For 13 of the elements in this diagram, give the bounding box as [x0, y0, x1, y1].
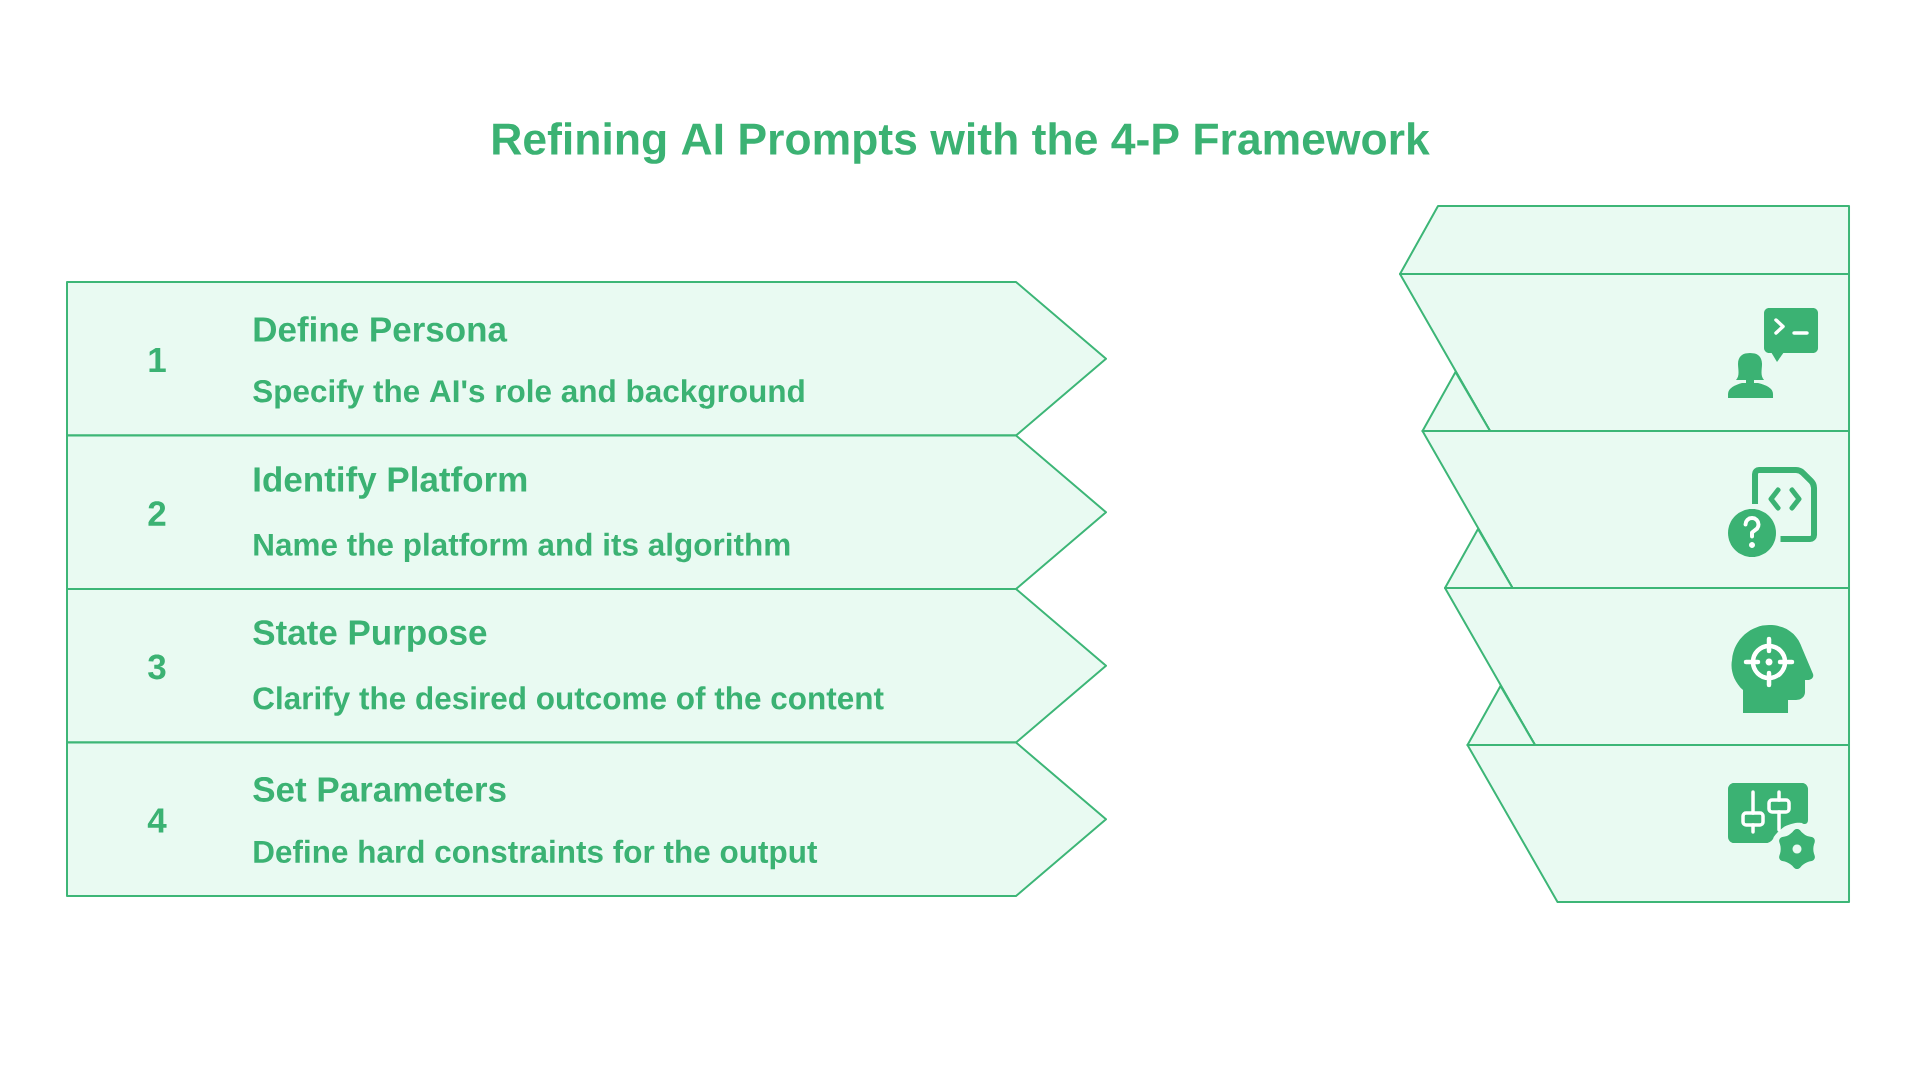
- step-description: Name the platform and its algorithm: [254, 532, 790, 563]
- step-number: 1: [149, 347, 166, 373]
- step-heading: State Purpose: [253, 620, 487, 652]
- title: Refining AI Prompts with the 4-P Framework: [493, 122, 1430, 164]
- step-heading: Define Persona: [254, 316, 508, 342]
- step-number: 2: [148, 501, 166, 526]
- step-heading: Identify Platform: [254, 466, 527, 499]
- step-heading: Set Parameters: [253, 777, 506, 802]
- step-description: Define hard constraints for the output: [254, 839, 818, 870]
- step-description: Specify the AI's role and background: [253, 379, 804, 409]
- step-description: Clarify the desired outcome of the content: [253, 686, 884, 716]
- step-number: 4: [147, 808, 167, 833]
- step-number: 3: [148, 654, 166, 680]
